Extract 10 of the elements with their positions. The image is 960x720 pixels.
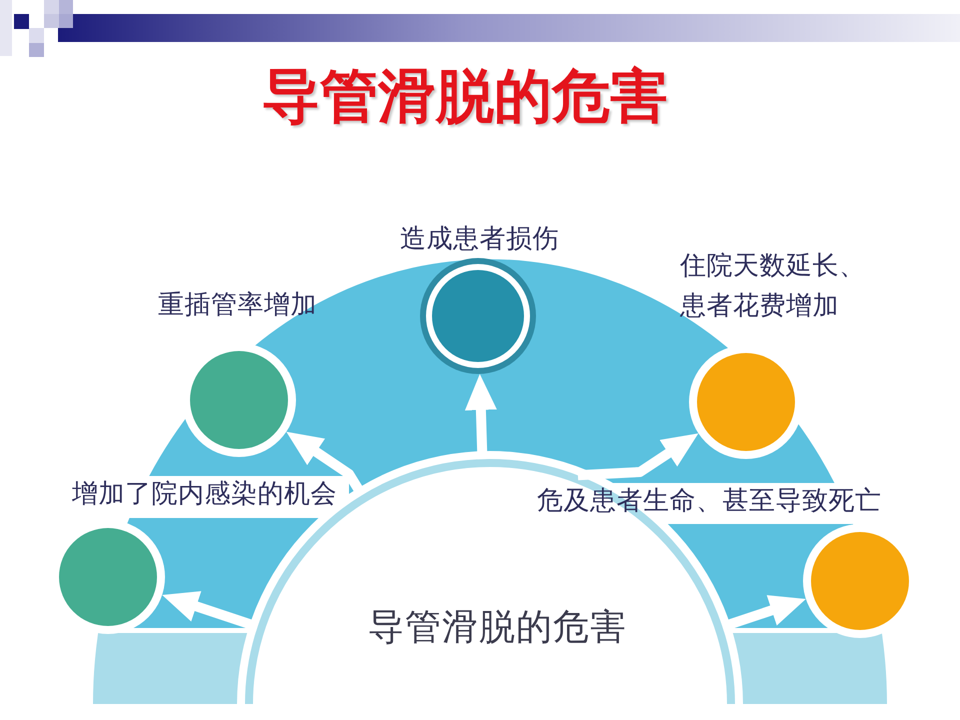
arrow <box>160 590 260 632</box>
label: 危及患者生命、甚至导致死亡 <box>537 486 882 516</box>
label: 住院天数延长、患者花费增加 <box>680 250 866 323</box>
label: 重插管率增加 <box>158 290 317 320</box>
title: 导管滑脱的危害 <box>262 62 668 130</box>
label: 造成患者损伤 <box>400 224 559 254</box>
arrow <box>464 374 497 460</box>
label: 增加了院内感染的机会 <box>72 479 337 509</box>
arrow <box>720 594 808 632</box>
label: 导管滑脱的危害 <box>368 607 627 649</box>
